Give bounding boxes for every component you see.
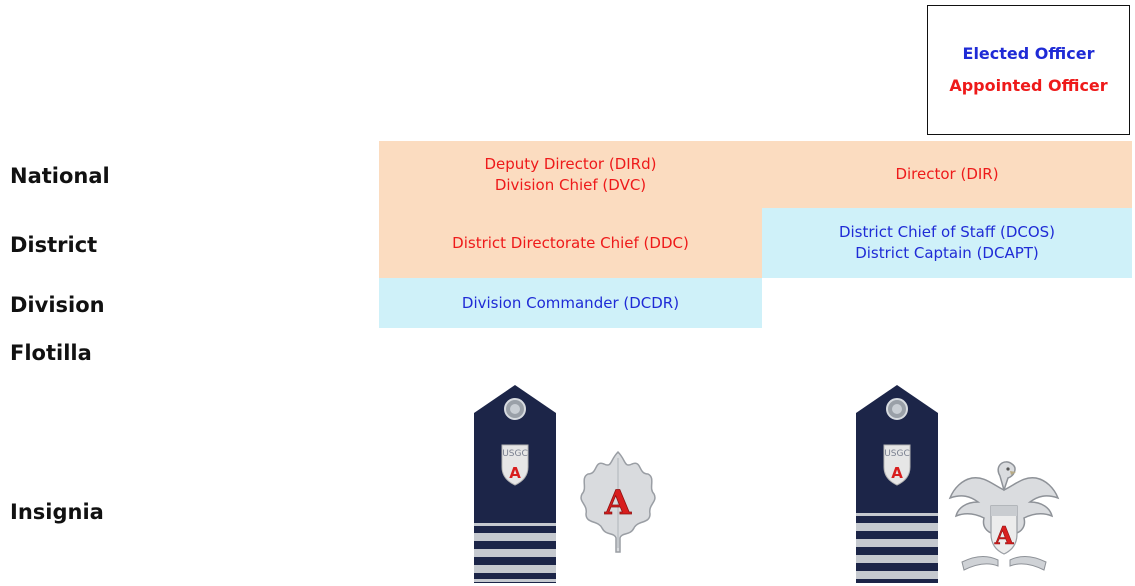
cell-district-right: District Chief of Staff (DCOS) District … xyxy=(762,208,1132,278)
row-label-district: District xyxy=(10,233,98,257)
shoulder-board-icon: USGC A xyxy=(856,385,938,583)
eagle-icon: A xyxy=(948,461,1060,571)
board-letter: A xyxy=(891,464,903,482)
cell-text: Division Chief (DVC) xyxy=(494,175,647,194)
cell-text: Division Commander (DCDR) xyxy=(461,293,680,312)
legend-box: Elected Officer Appointed Officer xyxy=(927,5,1130,135)
row-label-flotilla: Flotilla xyxy=(10,341,92,365)
cell-text: District Chief of Staff (DCOS) xyxy=(838,223,1056,241)
oak-leaf-icon: A xyxy=(580,450,656,553)
cell-text: Deputy Director (DIRd) xyxy=(484,154,657,173)
board-text: USGC xyxy=(884,449,910,459)
cell-national-left: Deputy Director (DIRd) Division Chief (D… xyxy=(379,141,762,208)
oak-leaf-letter: A xyxy=(604,483,632,523)
cell-national-right: Director (DIR) xyxy=(762,141,1132,208)
cell-text: Director (DIR) xyxy=(895,165,999,183)
board-text: USGC xyxy=(502,449,528,459)
eagle-letter: A xyxy=(994,521,1014,550)
cell-division-left: Division Commander (DCDR) xyxy=(379,278,762,328)
legend-elected: Elected Officer xyxy=(962,44,1095,63)
board-letter: A xyxy=(509,464,521,482)
row-label-national: National xyxy=(10,164,110,188)
cell-text: District Captain (DCAPT) xyxy=(855,244,1039,262)
legend-appointed: Appointed Officer xyxy=(949,76,1108,95)
row-label-insignia: Insignia xyxy=(10,500,104,524)
cell-district-left: District Directorate Chief (DDC) xyxy=(379,208,762,278)
cell-text: District Directorate Chief (DDC) xyxy=(452,233,689,252)
shoulder-board-icon: USGC A xyxy=(474,385,556,583)
row-label-division: Division xyxy=(10,293,105,317)
